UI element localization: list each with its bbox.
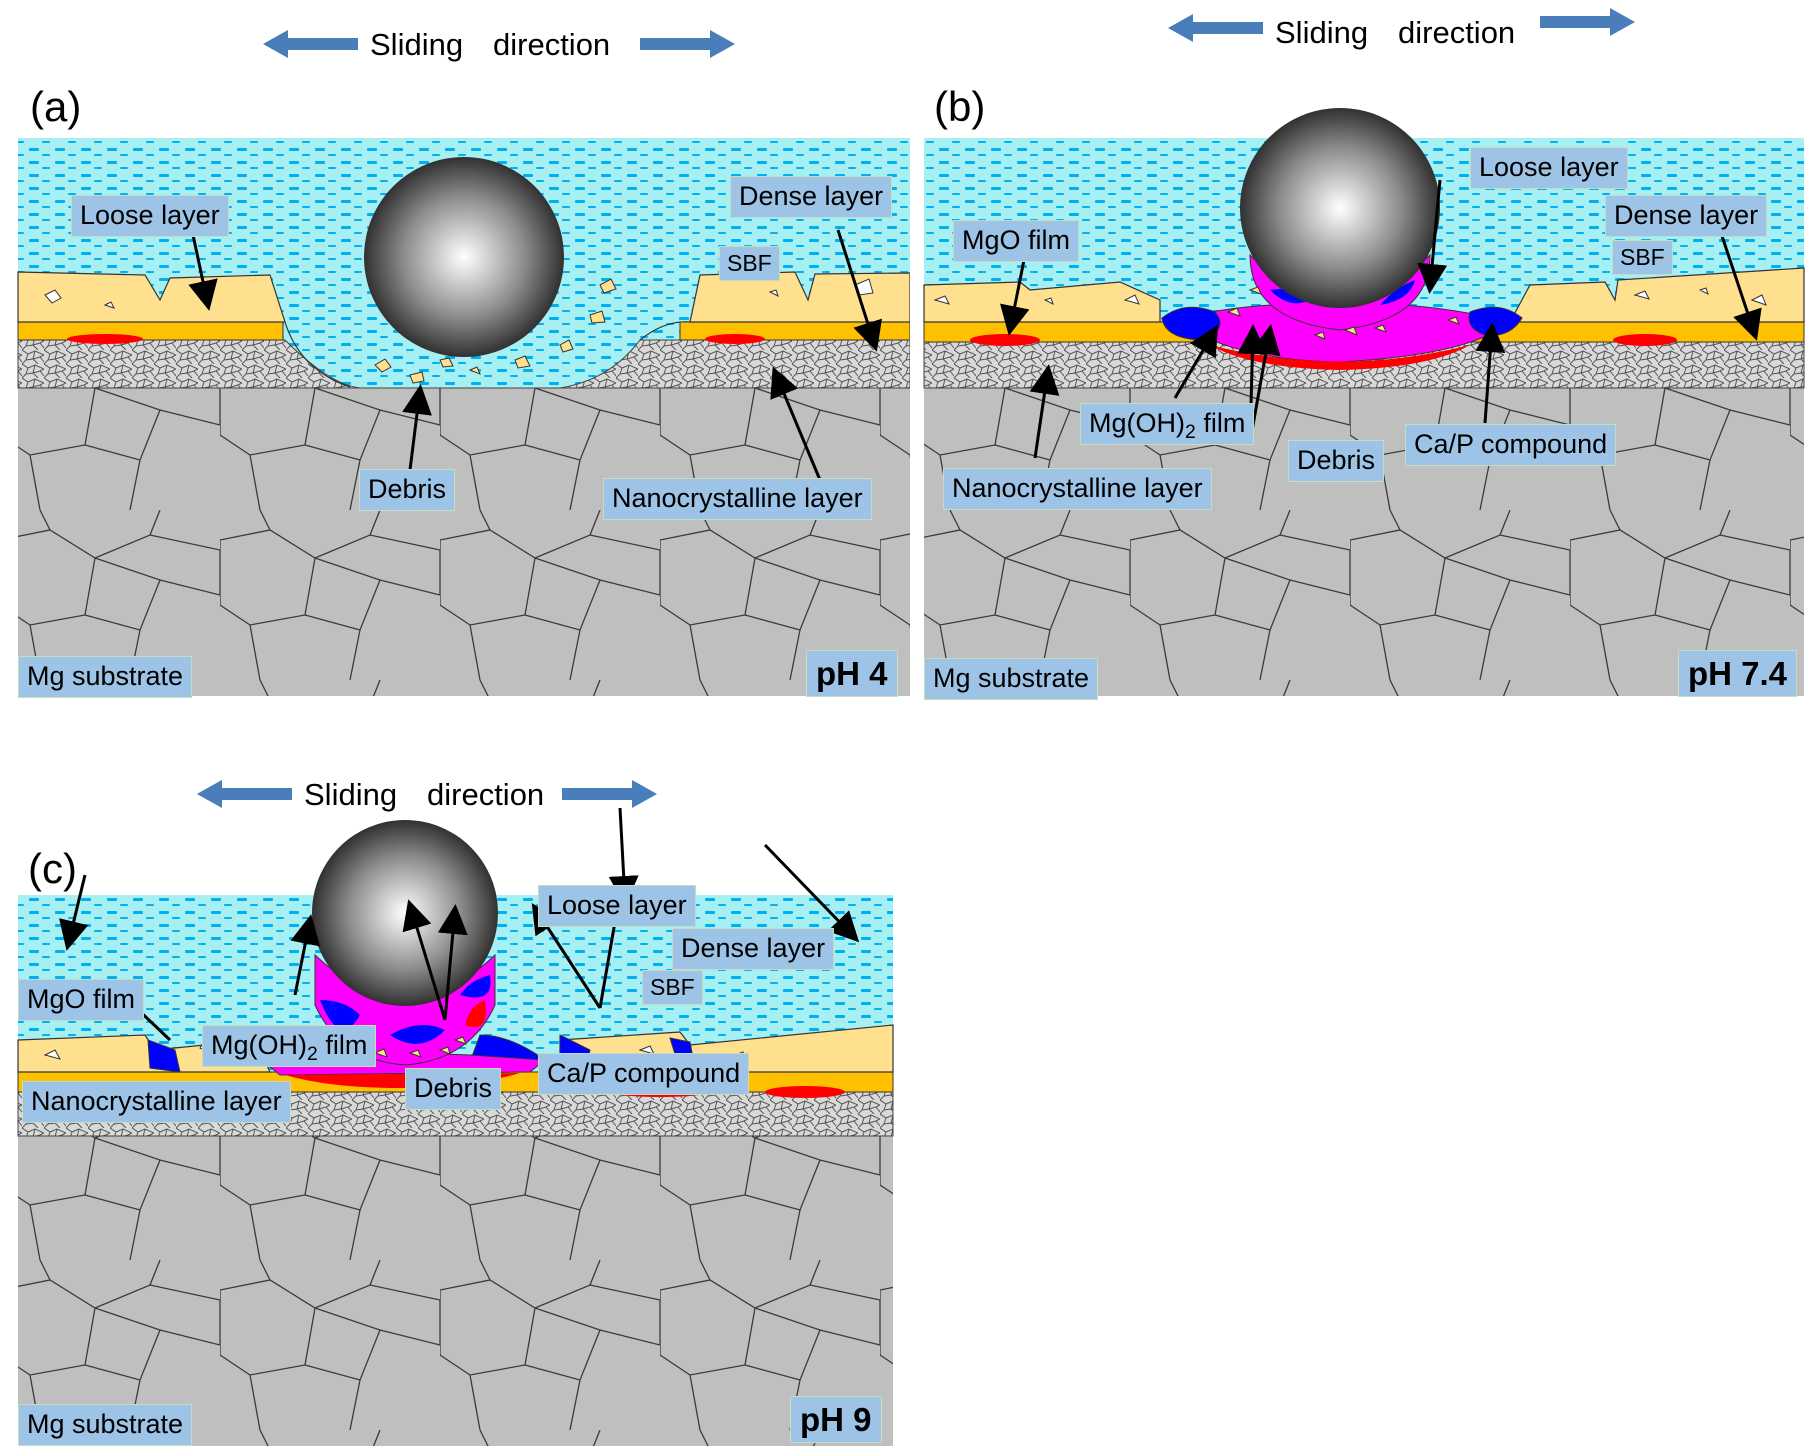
callout-mg-substrate: Mg substrate <box>924 658 1099 700</box>
mgo-film <box>1613 334 1677 346</box>
callout-dense-layer: Dense layer <box>672 928 835 970</box>
ball <box>364 157 564 357</box>
callout-debris: Debris <box>1288 440 1385 482</box>
mgoh-prefix: Mg(OH) <box>211 1030 307 1060</box>
mgo-film <box>705 334 765 344</box>
panel-c-sliding-arrows-row <box>197 780 657 808</box>
loose-layer-right <box>1508 267 1805 323</box>
callout-sbf: SBF <box>719 246 780 281</box>
panel-b-letter: (b) <box>934 83 986 130</box>
callout-mgo-film: MgO film <box>18 979 144 1021</box>
callout-dense-layer: Dense layer <box>1605 195 1768 237</box>
callout-sbf: SBF <box>642 970 703 1005</box>
callout-nanocrystalline-layer: Nanocrystalline layer <box>22 1081 291 1123</box>
mgo-film <box>970 334 1040 346</box>
direction-label: direction <box>1398 15 1516 50</box>
callout-debris: Debris <box>405 1068 502 1110</box>
ball <box>1240 108 1440 308</box>
ph-badge: pH 4 <box>806 650 898 697</box>
debris-particles <box>373 1036 467 1058</box>
sliding-arrow-left <box>197 780 292 808</box>
callout-nanocrystalline-layer: Nanocrystalline layer <box>603 478 872 520</box>
ph-badge: pH 7.4 <box>1678 650 1798 697</box>
callout-loose-layer: Loose layer <box>538 885 696 927</box>
panel-b-diagram <box>923 8 1805 696</box>
callout-loose-layer: Loose layer <box>1470 147 1628 189</box>
callout-mgoh-film: Mg(OH)2 film <box>202 1025 377 1067</box>
loose-layer-left <box>17 271 286 323</box>
panel-a: (a) Sliding direction Loose layer Dense … <box>0 0 910 700</box>
callout-mgoh-film: Mg(OH)2 film <box>1080 403 1255 445</box>
nanocrystalline-layer <box>17 339 910 389</box>
direction-label: direction <box>427 777 545 812</box>
sliding-arrow-right <box>562 780 657 808</box>
callout-cap-compound: Ca/P compound <box>1405 424 1617 466</box>
mg-substrate-region <box>924 388 1804 696</box>
sliding-arrow-right <box>640 30 735 58</box>
panel-a-letter: (a) <box>30 83 82 130</box>
ball <box>312 820 498 1006</box>
panel-c-letter: (c) <box>28 845 77 892</box>
debris-particles <box>374 278 617 384</box>
mgo-film <box>765 1086 845 1098</box>
callout-cap-compound: Ca/P compound <box>538 1053 750 1095</box>
mgoh-subscript: 2 <box>307 1043 318 1066</box>
dense-layer-left <box>17 321 284 341</box>
callout-mgo-film: MgO film <box>953 220 1079 262</box>
mgoh-subscript: 2 <box>1185 421 1196 444</box>
mg-substrate-region <box>18 388 910 696</box>
mgoh-prefix: Mg(OH) <box>1089 408 1185 438</box>
callout-dense-layer: Dense layer <box>730 176 893 218</box>
mgo-film <box>67 334 143 344</box>
sliding-arrow-left <box>263 30 358 58</box>
ph-badge: pH 9 <box>790 1396 882 1443</box>
callout-nanocrystalline-layer: Nanocrystalline layer <box>943 468 1212 510</box>
callout-mg-substrate: Mg substrate <box>18 656 193 698</box>
mg-substrate-region <box>18 1136 893 1446</box>
loose-layer-left <box>923 281 1161 323</box>
mgo-film-track <box>1210 345 1470 370</box>
callout-sbf: SBF <box>1612 240 1673 275</box>
debris-particles <box>1226 286 1460 340</box>
sliding-label: Sliding <box>1275 15 1369 50</box>
callout-mg-substrate: Mg substrate <box>18 1404 193 1446</box>
mgoh-suffix: film <box>317 1030 368 1060</box>
panel-c: (c) MgO film Loose layer Dense layer SBF… <box>0 750 910 1450</box>
direction-label: direction <box>493 27 611 62</box>
mgoh-suffix: film <box>1195 408 1246 438</box>
panel-b: (b) Sliding direction MgO film Loose lay… <box>910 0 1818 700</box>
sliding-label: Sliding <box>370 27 464 62</box>
sliding-label: Sliding <box>304 777 398 812</box>
sliding-arrow-right <box>1540 8 1635 36</box>
sliding-arrow-left <box>1168 14 1263 42</box>
panel-a-diagram <box>17 30 910 696</box>
callout-loose-layer: Loose layer <box>71 195 229 237</box>
callout-debris: Debris <box>359 469 456 511</box>
